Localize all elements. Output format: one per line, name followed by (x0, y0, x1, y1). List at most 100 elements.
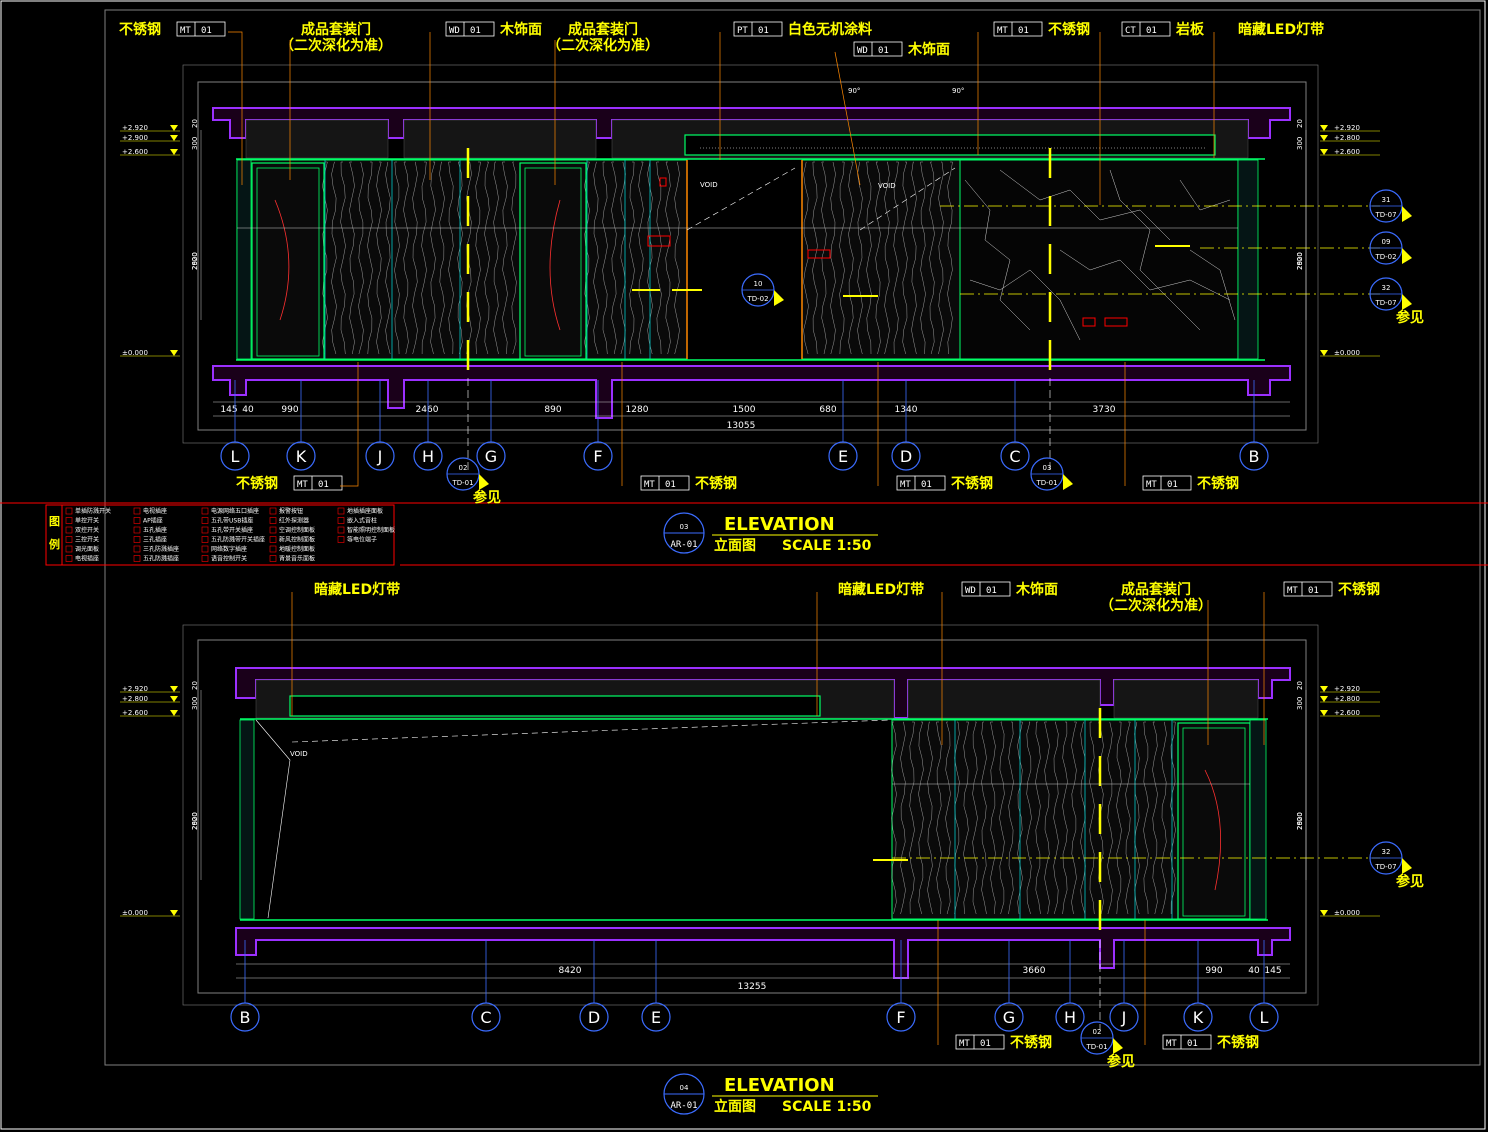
legend-text: 三孔插座 (143, 536, 167, 544)
material-num: 01 (318, 480, 329, 490)
dim-text: 990 (281, 405, 298, 415)
material-label: 木饰面 (907, 41, 950, 58)
material-label-2: （二次深化为准） (547, 37, 659, 54)
level-text: +2.920 (122, 685, 148, 693)
legend-symbol (65, 507, 73, 515)
section-num: 32 (1382, 284, 1391, 292)
grid-label: D (900, 447, 912, 466)
grid-label: F (593, 447, 602, 466)
material-num: 01 (1018, 26, 1029, 36)
door-1-leaf (256, 167, 320, 357)
legend-symbol (133, 545, 141, 553)
grid-bubble (579, 1002, 609, 1032)
section-arrow (1113, 1038, 1123, 1054)
ceiling-hatch (403, 119, 597, 159)
grid-bubble (1055, 1002, 1085, 1032)
material-tag (1121, 21, 1171, 37)
grid-label: D (588, 1008, 600, 1027)
material-num: 01 (1187, 1039, 1198, 1049)
level-marker (170, 686, 178, 692)
grid-label: C (1009, 447, 1020, 466)
grid-bubble (413, 441, 443, 471)
material-code: CT (1125, 26, 1136, 36)
angle-label: 90° (952, 87, 964, 95)
wood-panel-wall-2 (801, 159, 961, 360)
level-text: +2.920 (122, 124, 148, 132)
wood-grain-line (593, 161, 599, 355)
legend-symbol (337, 536, 345, 543)
wood-grain-line (1035, 721, 1041, 915)
wood-grain-line (1044, 721, 1050, 915)
dim-text: 890 (544, 405, 561, 415)
vertical-dim: 20 (1296, 681, 1304, 690)
legend-symbol (269, 555, 277, 562)
wood-grain-line (918, 721, 924, 915)
material-label: 岩板 (1175, 21, 1205, 38)
legend-text: 单插防溅开关 (75, 507, 111, 515)
title-num: 04 (680, 1084, 689, 1092)
grid-bubble (476, 441, 506, 471)
grid-bubble (641, 1002, 671, 1032)
material-num: 01 (665, 480, 676, 490)
section-ref: TD-07 (1374, 863, 1396, 871)
wood-grain-line (900, 721, 906, 915)
material-num: 01 (878, 46, 889, 56)
legend-text: 地插插座面板 (347, 507, 383, 515)
level-text: +2.600 (1334, 148, 1360, 156)
section-num: 03 (1043, 464, 1052, 472)
grid-bubble (994, 1002, 1024, 1032)
legend-symbol (65, 555, 73, 562)
marble-vein (1179, 179, 1236, 321)
material-tag (640, 475, 690, 491)
marble-vein (969, 269, 1081, 341)
wood-grain-line (620, 161, 626, 355)
vertical-dim: 2600 (191, 252, 199, 270)
wood-grain-line (358, 161, 364, 355)
grid-label: K (296, 447, 307, 466)
wood-grain-line (891, 721, 897, 915)
section-arrow (1402, 858, 1412, 874)
title-scale: SCALE 1:50 (782, 538, 872, 554)
legend-symbol (337, 507, 345, 515)
legend-text: 五孔防溅带开关插座 (211, 536, 265, 544)
wood-grain-line (448, 161, 454, 355)
vertical-dim: 2600 (1296, 252, 1304, 270)
wood-grain-line (1143, 721, 1149, 915)
section-ref: TD-01 (1035, 479, 1057, 487)
grid-label: F (896, 1008, 905, 1027)
grid-label: E (651, 1008, 661, 1027)
title-sheet: AR-01 (670, 540, 697, 550)
legend-frame (45, 504, 395, 566)
legend-header: 例 (49, 537, 60, 551)
wood-grain-line (857, 161, 863, 355)
section-arrow (1402, 248, 1412, 264)
level-text: +2.600 (1334, 709, 1360, 717)
wood-grain-line (1125, 721, 1131, 915)
grid-label: B (1249, 447, 1260, 466)
legend-text: 网络数字插座 (211, 545, 247, 553)
grid-label: H (1064, 1008, 1076, 1027)
section-arrow (1402, 294, 1412, 310)
section-note: 参见 (1396, 309, 1424, 326)
material-code: MT (900, 480, 911, 490)
grid-bubble (1183, 1002, 1213, 1032)
door-swing (1204, 769, 1221, 891)
sheet-inner-frame (104, 9, 1481, 1066)
dim-text: 1500 (733, 405, 756, 415)
wood-panel-wall (236, 159, 688, 360)
material-code: MT (1287, 586, 1298, 596)
wood-grain-line (394, 161, 400, 355)
material-label: 成品套装门 (1121, 581, 1191, 598)
wood-grain-line (457, 161, 463, 355)
level-text: +2.800 (1334, 134, 1360, 142)
vertical-dim: 2920 (191, 812, 199, 830)
grid-bubble (471, 1002, 501, 1032)
wood-grain-line (665, 161, 671, 355)
material-label-2: （二次深化为准） (1100, 597, 1212, 614)
dim-text: 145 (220, 405, 237, 415)
angle-label: 90° (848, 87, 860, 95)
vertical-dim: 20 (1296, 119, 1304, 128)
wood-grain-line (927, 721, 933, 915)
